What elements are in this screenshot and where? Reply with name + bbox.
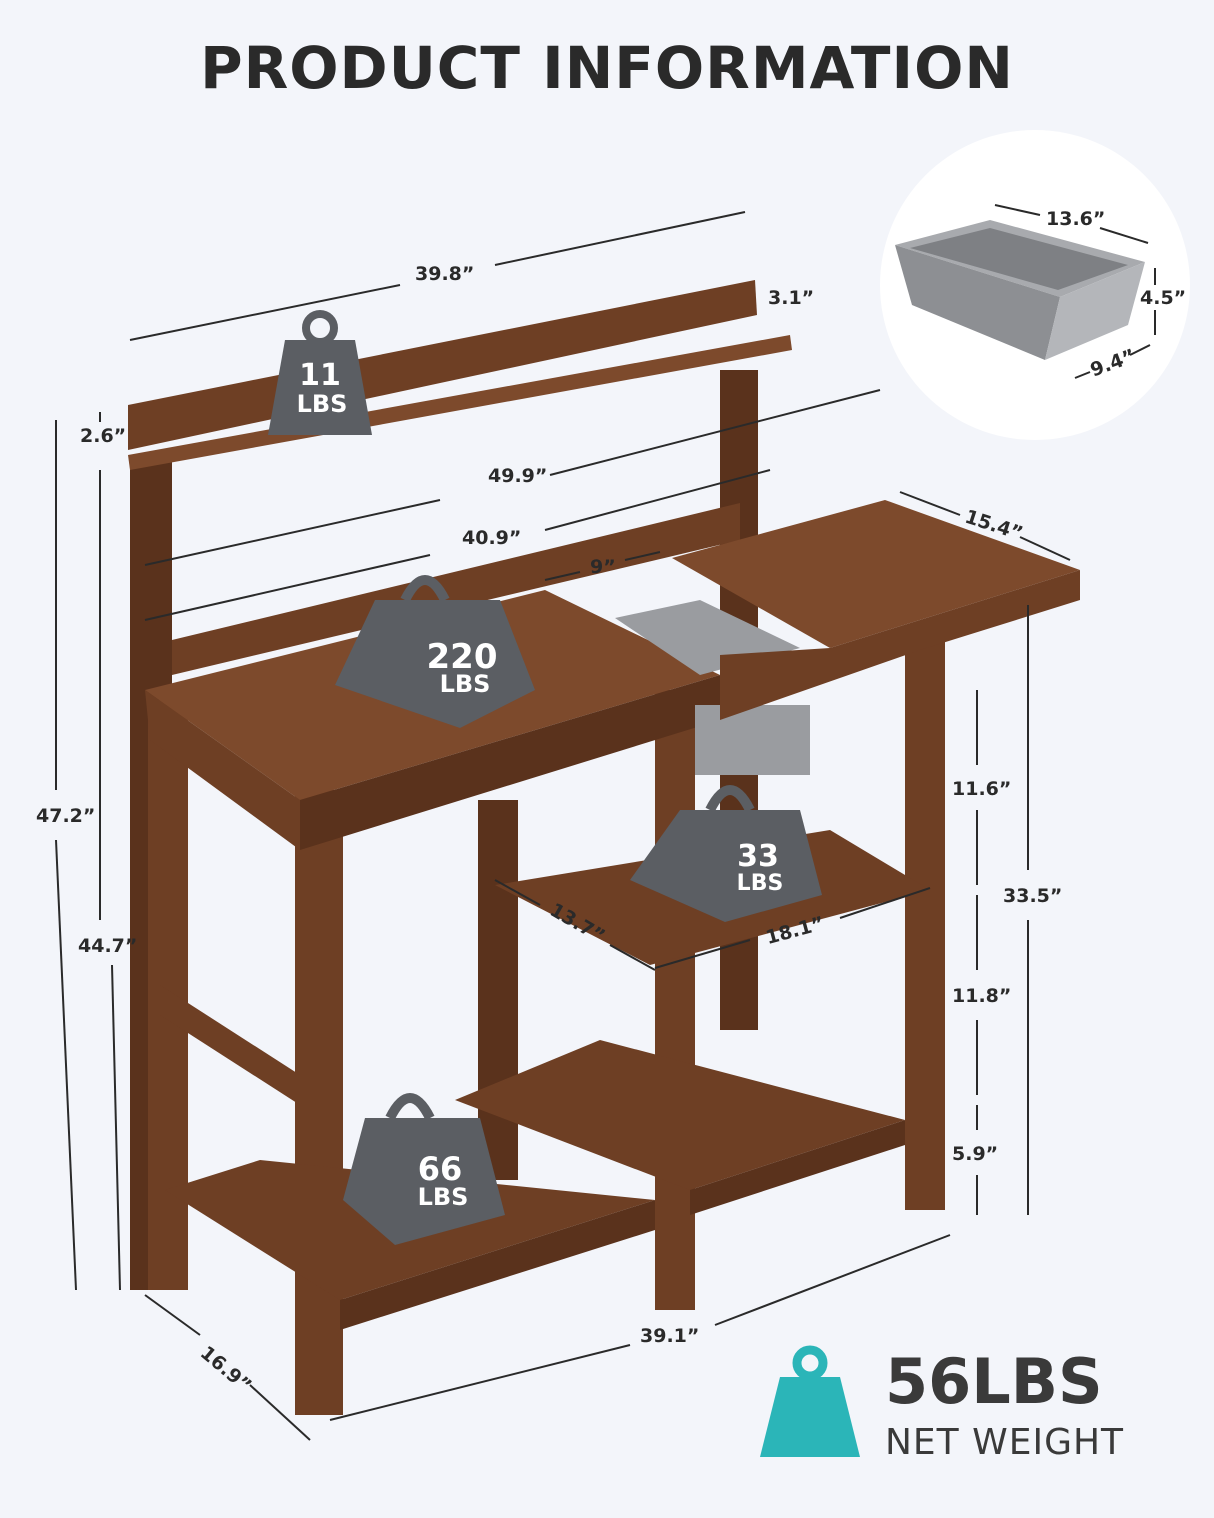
dim-table-height: 33.5” <box>1003 885 1062 907</box>
weight-icon <box>760 1345 860 1457</box>
weight-66lbs: 66 LBS <box>343 1093 505 1245</box>
dim-shelf-depth: 3.1” <box>768 287 814 309</box>
svg-text:LBS: LBS <box>297 390 348 418</box>
dimension-lines <box>55 204 1156 1441</box>
svg-text:LBS: LBS <box>418 1183 469 1211</box>
net-weight-label: NET WEIGHT <box>885 1422 1125 1463</box>
svg-text:220: 220 <box>427 637 498 677</box>
dim-bottom-clearance: 5.9” <box>952 1143 998 1165</box>
dim-base-depth: 16.9” <box>196 1342 256 1397</box>
page-title: PRODUCT INFORMATION <box>200 34 1014 102</box>
dim-sink-gap: 9” <box>590 556 616 578</box>
net-weight-value: 56LBS <box>885 1345 1103 1418</box>
svg-text:LBS: LBS <box>737 871 784 896</box>
sink-length: 13.6” <box>1046 208 1105 230</box>
svg-text:66: 66 <box>418 1150 463 1188</box>
weight-33lbs: 33 LBS <box>630 785 822 922</box>
dim-total-height: 47.2” <box>36 805 95 827</box>
weight-11lbs: 11 LBS <box>268 310 372 435</box>
dim-shelf-height: 2.6” <box>80 425 126 447</box>
sink-icon <box>895 220 1145 360</box>
dim-upper-gap: 11.6” <box>952 778 1011 800</box>
svg-text:33: 33 <box>737 839 779 874</box>
dim-back-height: 44.7” <box>78 935 137 957</box>
dim-top-width: 39.8” <box>415 263 474 285</box>
potting-bench <box>128 280 1080 1415</box>
dim-middle-gap: 11.8” <box>952 985 1011 1007</box>
dim-total-width: 49.9” <box>488 465 547 487</box>
svg-text:LBS: LBS <box>440 670 491 698</box>
weight-220lbs: 220 LBS <box>335 575 535 728</box>
svg-text:11: 11 <box>299 358 341 393</box>
dim-back-width: 40.9” <box>462 527 521 549</box>
sink-height: 4.5” <box>1140 287 1186 309</box>
dim-base-width: 39.1” <box>640 1325 699 1347</box>
